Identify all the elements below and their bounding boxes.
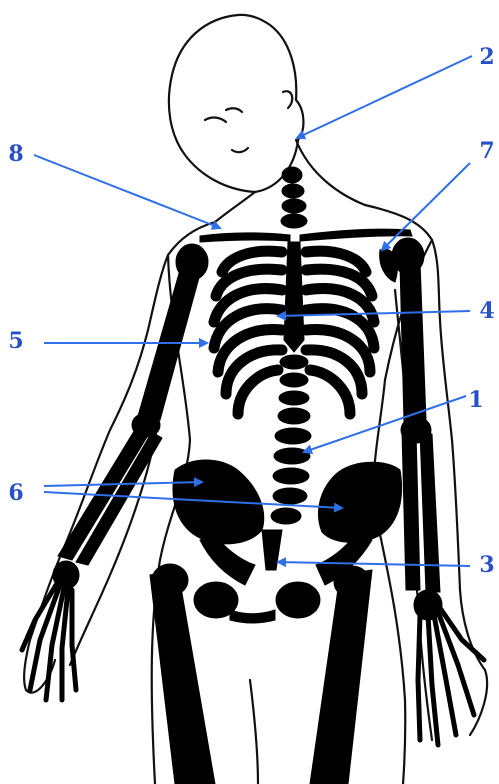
label-4: 4 <box>479 298 494 324</box>
humerus-right <box>400 262 426 422</box>
label-2: 2 <box>479 44 494 70</box>
arrow-7 <box>382 163 470 250</box>
label-7: 7 <box>479 138 494 164</box>
arrow-3 <box>278 562 470 566</box>
ribcage-right <box>306 251 374 414</box>
label-6: 6 <box>8 480 23 506</box>
spine <box>271 355 311 524</box>
label-1: 1 <box>468 387 483 413</box>
label-8: 8 <box>8 141 23 167</box>
arrow-2 <box>297 56 472 138</box>
ribcage-left <box>214 251 282 414</box>
clavicle-right <box>300 229 412 241</box>
arrow-1 <box>304 396 466 452</box>
label-3: 3 <box>479 552 494 578</box>
humerus-left <box>138 270 200 420</box>
sternum <box>284 242 304 352</box>
label-5: 5 <box>8 328 23 354</box>
clavicle-left <box>200 233 290 242</box>
cervical-vertebrae <box>281 167 307 228</box>
arrow-8 <box>34 155 220 228</box>
